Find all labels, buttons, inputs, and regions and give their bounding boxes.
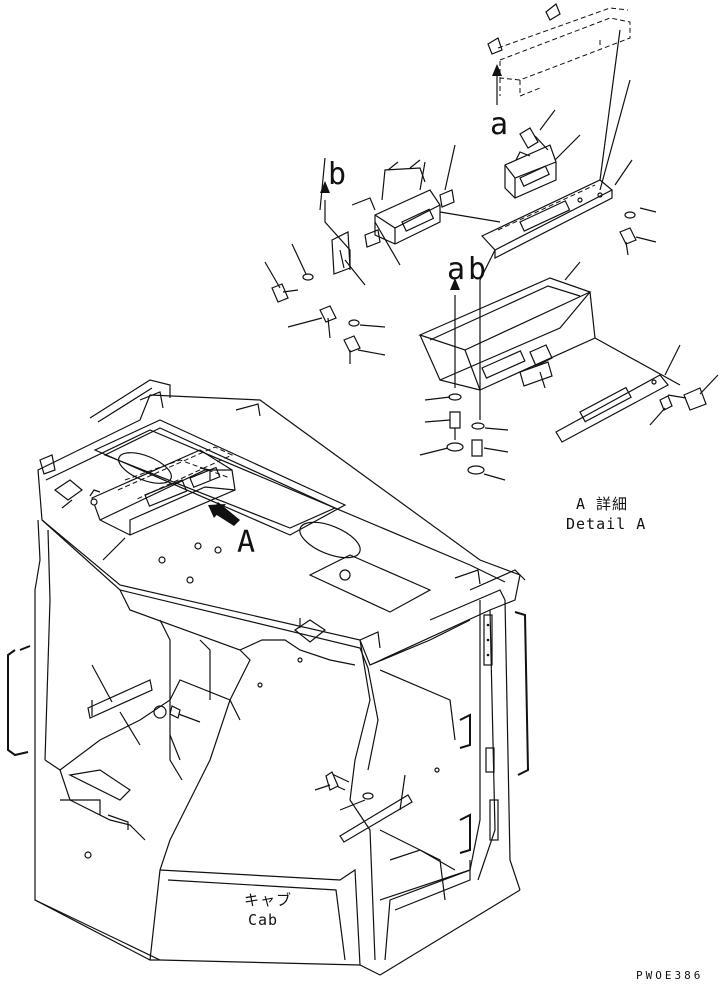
detail-a-title-en: Detail A [566,515,647,533]
ref-a-bottom-label: a [447,252,466,287]
detail-a-exploded-view [271,3,707,475]
view-a-label: A [237,525,256,560]
ref-b-bottom-label: b [468,252,487,287]
ref-b-top-label: b [328,157,347,192]
cab-label-en: Cab [248,911,279,929]
radio-assembly-on-roof [89,446,236,536]
cab-leader-lines [91,664,406,811]
detail-leader-lines [264,109,719,481]
cab-bracket-parts [53,479,413,843]
detail-a-title-jp: A 詳細 [576,495,629,513]
drawing-code: PWOE386 [636,969,704,982]
ref-a-top-label: a [490,107,509,142]
view-direction-arrow-icon [208,502,240,526]
leader-line [102,537,126,561]
cab-frame [7,379,530,976]
cab-label-jp: キャブ [244,891,293,909]
